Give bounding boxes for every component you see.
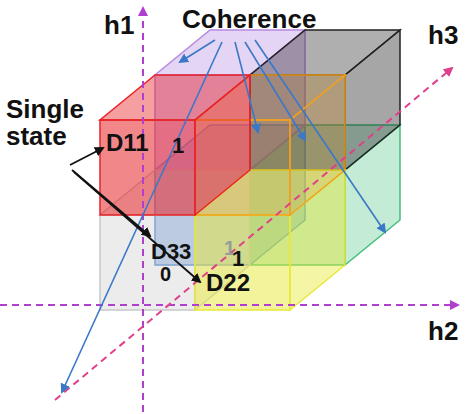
state-label: D22 bbox=[206, 270, 250, 295]
axis-label: h3 bbox=[428, 22, 458, 49]
h2-axis bbox=[0, 304, 458, 306]
axis-label: h2 bbox=[428, 318, 458, 345]
state-value: 0 bbox=[160, 264, 171, 285]
cube-face bbox=[195, 215, 290, 310]
cube-face bbox=[100, 120, 195, 215]
cube-face bbox=[345, 30, 400, 170]
h3-axis bbox=[55, 68, 452, 400]
coherence-leaders bbox=[62, 40, 385, 392]
state-value: 1 bbox=[172, 134, 184, 157]
callout-title: Single state bbox=[6, 96, 121, 151]
cube-face bbox=[290, 75, 345, 215]
cube-face bbox=[100, 215, 195, 310]
single-state-leaders bbox=[70, 148, 200, 282]
state-label: D11 bbox=[106, 130, 149, 155]
state-label: D33 bbox=[151, 240, 191, 263]
callout-title: Coherence bbox=[182, 6, 316, 33]
h1-axis bbox=[142, 8, 144, 412]
state-cubes bbox=[100, 30, 400, 310]
cube-face bbox=[195, 75, 250, 215]
state-value: 1 bbox=[232, 247, 244, 270]
axis-label: h1 bbox=[104, 12, 134, 39]
